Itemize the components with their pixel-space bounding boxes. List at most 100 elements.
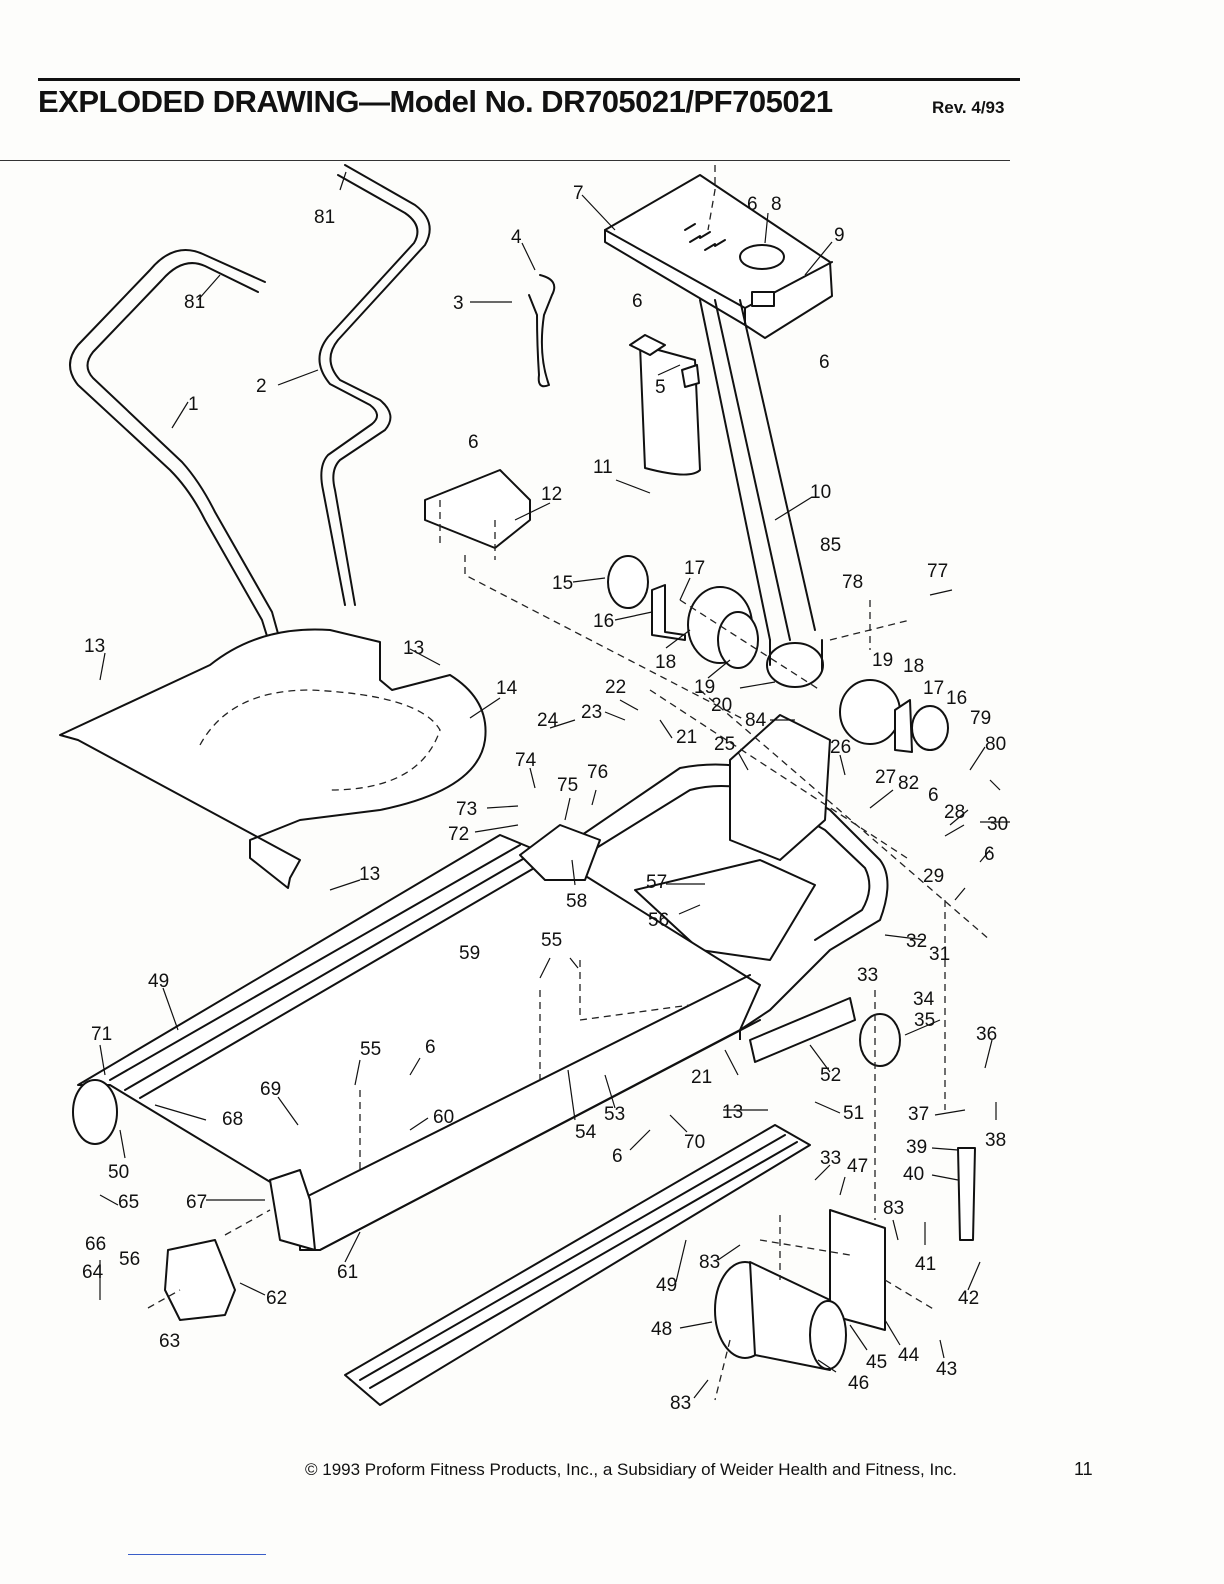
svg-text:46: 46 — [848, 1373, 869, 1394]
svg-text:81: 81 — [184, 292, 205, 313]
wheel-part-34 — [859, 1013, 901, 1067]
svg-text:66: 66 — [85, 1234, 106, 1255]
svg-text:83: 83 — [883, 1198, 904, 1219]
svg-text:1: 1 — [188, 394, 199, 415]
svg-text:63: 63 — [159, 1331, 180, 1352]
svg-text:29: 29 — [923, 866, 944, 887]
svg-text:47: 47 — [847, 1156, 868, 1177]
bracket-part-12 — [424, 469, 531, 549]
svg-text:5: 5 — [655, 377, 666, 398]
svg-text:60: 60 — [433, 1107, 454, 1128]
svg-text:18: 18 — [655, 652, 676, 673]
svg-text:20: 20 — [711, 695, 732, 716]
leader-lines — [99, 171, 1010, 1399]
svg-text:13: 13 — [84, 636, 105, 657]
svg-text:77: 77 — [927, 561, 948, 582]
svg-text:40: 40 — [903, 1164, 924, 1185]
svg-text:53: 53 — [604, 1104, 625, 1125]
svg-text:45: 45 — [866, 1352, 887, 1373]
header-bottom-rule — [0, 160, 1010, 161]
footer-blue-rule — [128, 1554, 266, 1555]
svg-text:14: 14 — [496, 678, 518, 699]
svg-text:18: 18 — [903, 656, 924, 677]
shock-part-40 — [957, 1147, 976, 1241]
svg-text:43: 43 — [936, 1359, 957, 1380]
frame — [559, 714, 889, 1040]
svg-text:55: 55 — [541, 930, 562, 951]
svg-text:85: 85 — [820, 535, 841, 556]
header-top-rule — [38, 78, 1020, 81]
svg-text:12: 12 — [541, 484, 562, 505]
svg-text:19: 19 — [872, 650, 893, 671]
svg-text:62: 62 — [266, 1288, 287, 1309]
svg-text:64: 64 — [82, 1262, 104, 1283]
console-part-7 — [604, 174, 833, 339]
svg-text:48: 48 — [651, 1319, 672, 1340]
svg-text:21: 21 — [676, 727, 697, 748]
svg-text:7: 7 — [573, 183, 584, 204]
svg-text:6: 6 — [928, 785, 939, 806]
motor-part-46 — [714, 1261, 847, 1371]
svg-text:80: 80 — [985, 734, 1006, 755]
handrail-left-part-1 — [69, 249, 299, 711]
svg-text:70: 70 — [684, 1132, 705, 1153]
clip-part-5 — [629, 334, 700, 388]
svg-text:33: 33 — [820, 1148, 841, 1169]
svg-text:58: 58 — [566, 891, 587, 912]
svg-text:83: 83 — [670, 1393, 691, 1414]
svg-text:31: 31 — [929, 944, 950, 965]
svg-text:13: 13 — [403, 638, 424, 659]
svg-text:82: 82 — [898, 773, 919, 794]
svg-text:6: 6 — [747, 194, 758, 215]
svg-text:76: 76 — [587, 762, 608, 783]
svg-text:25: 25 — [714, 734, 735, 755]
svg-text:56: 56 — [119, 1249, 140, 1270]
svg-text:23: 23 — [581, 702, 602, 723]
svg-text:30: 30 — [987, 814, 1008, 835]
svg-text:38: 38 — [985, 1130, 1006, 1151]
svg-text:52: 52 — [820, 1065, 841, 1086]
svg-text:81: 81 — [314, 207, 335, 228]
svg-text:49: 49 — [656, 1275, 677, 1296]
motor-hood-part-14 — [59, 628, 487, 889]
page-title: EXPLODED DRAWING—Model No. DR705021/PF70… — [38, 84, 833, 119]
svg-text:78: 78 — [842, 572, 863, 593]
svg-text:6: 6 — [425, 1037, 436, 1058]
storage-bag — [639, 344, 701, 476]
svg-text:21: 21 — [691, 1067, 712, 1088]
footer-copyright: © 1993 Proform Fitness Products, Inc., a… — [305, 1460, 957, 1479]
svg-text:35: 35 — [914, 1010, 935, 1031]
svg-text:55: 55 — [360, 1039, 381, 1060]
svg-text:71: 71 — [91, 1024, 112, 1045]
svg-text:27: 27 — [875, 767, 896, 788]
svg-text:41: 41 — [915, 1254, 936, 1275]
svg-text:57: 57 — [646, 872, 667, 893]
svg-text:44: 44 — [898, 1345, 920, 1366]
svg-text:39: 39 — [906, 1137, 927, 1158]
walking-platform-part-59 — [72, 824, 761, 1251]
svg-text:6: 6 — [612, 1146, 623, 1167]
svg-text:32: 32 — [906, 931, 927, 952]
page-number: 11 — [1074, 1459, 1093, 1479]
svg-text:6: 6 — [984, 844, 995, 865]
svg-text:22: 22 — [605, 677, 626, 698]
svg-text:13: 13 — [722, 1102, 743, 1123]
flywheel-assembly — [607, 555, 949, 753]
svg-text:72: 72 — [448, 824, 469, 845]
svg-text:83: 83 — [699, 1252, 720, 1273]
svg-text:37: 37 — [908, 1104, 929, 1125]
revision-label: Rev. 4/93 — [932, 98, 1005, 117]
svg-text:42: 42 — [958, 1288, 979, 1309]
svg-text:34: 34 — [913, 989, 935, 1010]
svg-text:54: 54 — [575, 1122, 597, 1143]
svg-text:65: 65 — [118, 1192, 139, 1213]
svg-text:59: 59 — [459, 943, 480, 964]
svg-text:3: 3 — [453, 293, 464, 314]
motor-mount-part-44 — [829, 1209, 886, 1331]
svg-text:6: 6 — [819, 352, 830, 373]
upright-part-10 — [699, 299, 824, 688]
svg-text:79: 79 — [970, 708, 991, 729]
handrail-right-part-2 — [318, 164, 431, 606]
svg-text:11: 11 — [593, 457, 613, 478]
svg-text:74: 74 — [515, 750, 537, 771]
